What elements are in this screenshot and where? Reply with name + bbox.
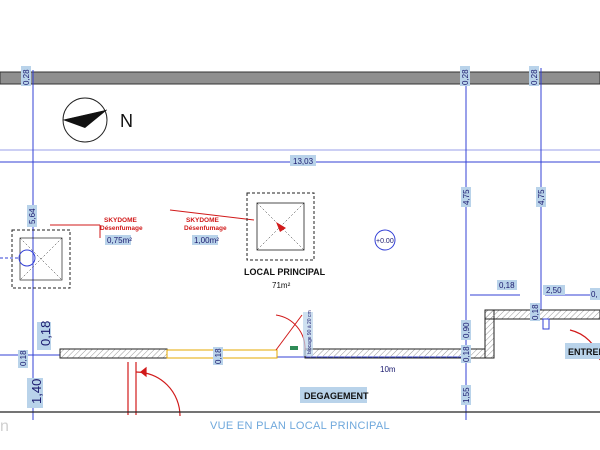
- north-arrow-icon: [62, 97, 108, 143]
- dim-mid-height-2: 4,75: [536, 187, 546, 207]
- entrance-label-box: [565, 343, 600, 359]
- top-wall: [0, 71, 600, 85]
- dim-wall-left-big: 0,18: [37, 321, 53, 350]
- svg-text:0,18: 0,18: [214, 348, 223, 364]
- dim-wall-bottom-left: 1,40: [27, 378, 44, 408]
- skydome-center-subtitle: Désenfumage: [184, 225, 227, 232]
- dim-left-height: 5,64: [27, 205, 37, 227]
- dim-mid-height-1: 4,75: [461, 187, 471, 207]
- level-marker: +0.00: [376, 238, 394, 245]
- skydome-left-area: 0,75m²: [107, 236, 132, 245]
- svg-text:1,55: 1,55: [462, 387, 471, 403]
- skydome-left-title: SKYDOME: [104, 217, 138, 224]
- skydome-center-area: 1,00m²: [194, 236, 219, 245]
- room-main-name: LOCAL PRINCIPAL: [244, 267, 326, 277]
- dim-partition-height: 0,90: [461, 320, 471, 340]
- north-label: N: [120, 111, 133, 131]
- svg-text:0,: 0,: [591, 290, 598, 299]
- watermark: n: [0, 418, 9, 435]
- skydome-center-title: SKYDOME: [186, 217, 220, 224]
- svg-text:0,28: 0,28: [22, 69, 31, 85]
- svg-text:0,18: 0,18: [462, 346, 471, 362]
- svg-text:4,75: 4,75: [462, 189, 471, 205]
- svg-text:0,18: 0,18: [531, 304, 540, 320]
- svg-text:10m: 10m: [380, 365, 396, 374]
- dim-right-width: 2,50: [543, 285, 565, 295]
- dim-door-wall: 0,18: [213, 347, 223, 365]
- room-entrance: ENTREE: [568, 347, 600, 357]
- svg-text:2,50: 2,50: [546, 286, 562, 295]
- svg-text:1,40: 1,40: [29, 379, 44, 404]
- dim-corridor-length: 10m: [380, 365, 396, 374]
- dim-corridor-wall: 0,18: [461, 345, 471, 363]
- svg-text:0,28: 0,28: [530, 69, 539, 85]
- svg-text:4,75: 4,75: [537, 189, 546, 205]
- skydome-left: [0, 229, 71, 289]
- svg-text:0,28: 0,28: [461, 69, 470, 85]
- plan-caption: VUE EN PLAN LOCAL PRINCIPAL: [210, 420, 390, 432]
- corridor-outline: [127, 329, 600, 417]
- dim-right-edge: 0,: [590, 288, 600, 300]
- svg-text:0,18: 0,18: [38, 321, 53, 346]
- walls: [59, 309, 600, 359]
- dim-right-small-1: 0,18: [497, 280, 517, 290]
- level-marker-circle: [374, 229, 396, 251]
- door-swing: [275, 312, 313, 356]
- dim-top-right: 0,28: [529, 66, 539, 86]
- dim-bottom-height: 1,55: [461, 385, 471, 405]
- skydome-center: [246, 192, 315, 261]
- svg-text:0,18: 0,18: [499, 281, 515, 290]
- room-corridor: DEGAGEMENT: [304, 391, 369, 401]
- svg-text:0,90: 0,90: [462, 322, 471, 338]
- svg-text:13,03: 13,03: [293, 157, 314, 166]
- dim-top-left: 0,28: [21, 66, 31, 86]
- dim-overall-width: 13,03: [290, 155, 316, 166]
- dim-top-mid: 0,28: [460, 66, 470, 86]
- svg-text:5,64: 5,64: [28, 208, 37, 224]
- room-main-area: 71m²: [272, 281, 291, 290]
- skydome-left-subtitle: Désenfumage: [100, 225, 143, 232]
- svg-text:0,18: 0,18: [19, 350, 28, 366]
- dim-right-small-2: 0,18: [530, 303, 540, 321]
- dim-wall-left-small: 0,18: [18, 350, 28, 368]
- corridor-label-box: [300, 387, 367, 403]
- door-note: blocage 90 à 20 cm: [307, 310, 313, 354]
